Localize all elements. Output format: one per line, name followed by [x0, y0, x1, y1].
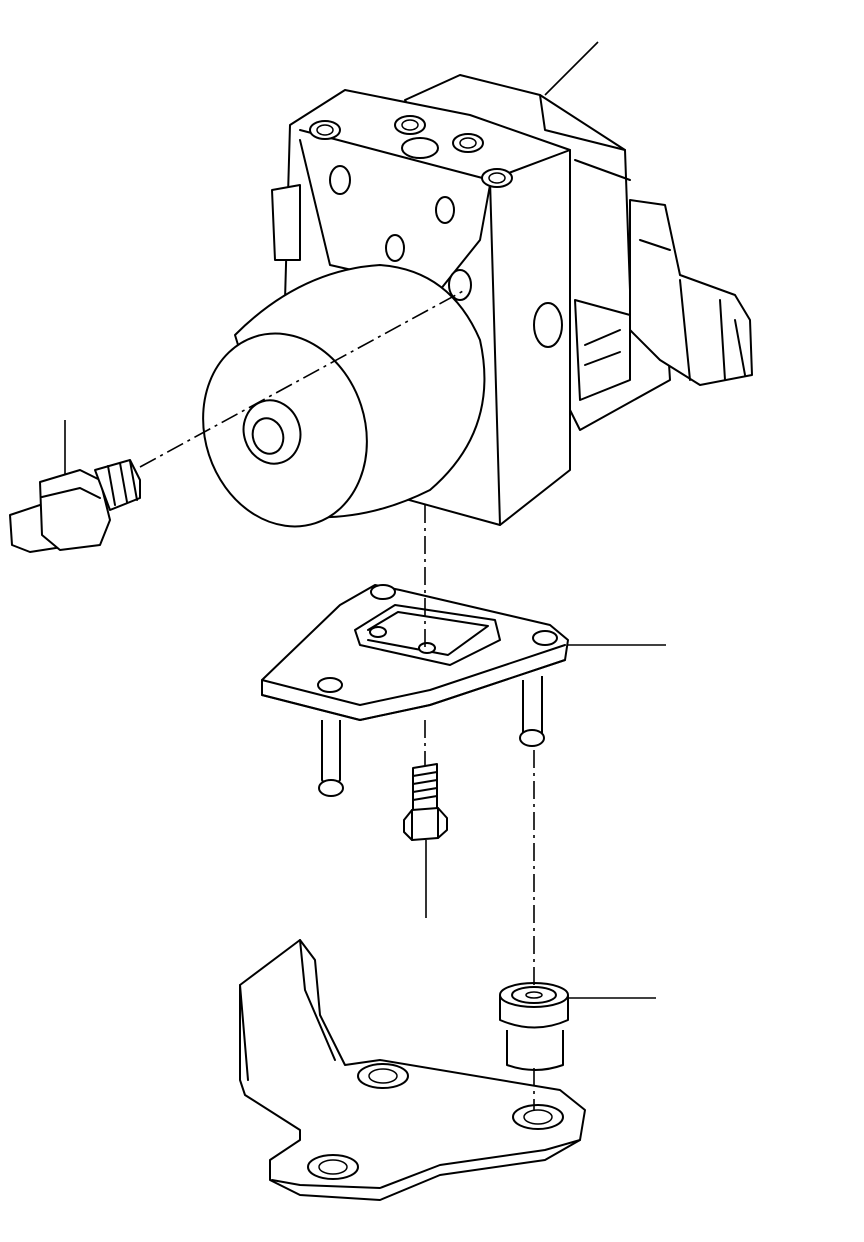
abs-hydraulic-unit	[202, 74, 753, 528]
upper-mounting-bracket	[261, 584, 569, 797]
brake-pipe-union-fitting	[9, 459, 141, 553]
rubber-bush-mount	[499, 982, 569, 1071]
lower-support-bracket	[239, 939, 586, 1201]
assembly-center-lines	[139, 289, 535, 1110]
hex-bolt	[403, 763, 448, 841]
callout-leader-lines	[64, 41, 666, 999]
